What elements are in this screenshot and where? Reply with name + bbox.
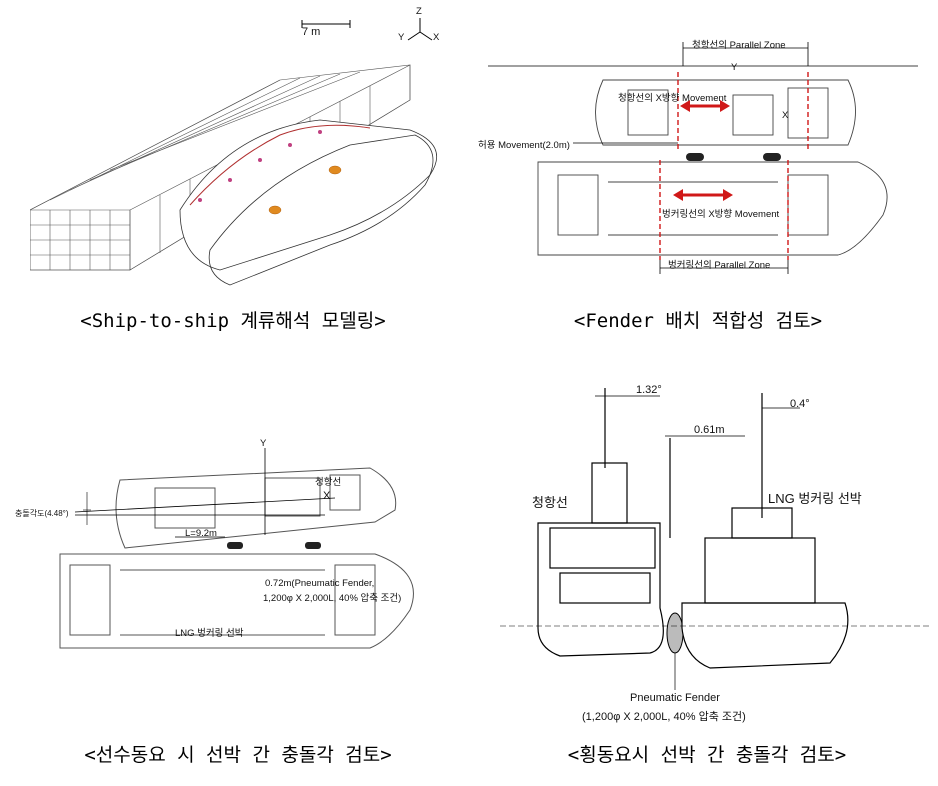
right-ship-label: LNG 벙커링 선박 (768, 491, 862, 506)
top-parallel-zone-label: 청항선의 Parallel Zone (692, 40, 786, 51)
panel-fender-layout: 청항선의 Parallel Zone Y X 청항선의 X방향 Movement… (478, 10, 923, 290)
fender-pair (227, 542, 321, 549)
collision-angle-label: 충돌각도(4.48°) (15, 509, 69, 518)
caption-fender-layout: <Fender 배치 적합성 검토> (573, 310, 823, 332)
axis-triad (407, 18, 433, 41)
angle-dimensions (595, 395, 800, 437)
angle-left-label: 1.32° (636, 384, 662, 396)
pneumatic-fender (666, 612, 684, 654)
caption-mooring-model: <Ship-to-ship 계류해석 모델링> (80, 310, 386, 332)
axis-y-label: Y (398, 32, 405, 43)
upper-ship-label: 청항선 (315, 477, 342, 488)
top-zone-dimension (682, 42, 809, 66)
fender-note-spec: 1,200φ X 2,000L, 40% 압축 조건) (263, 593, 402, 604)
fender-label: Pneumatic Fender (630, 692, 720, 704)
yaw-collision-drawing (59, 448, 414, 649)
gap-label: 0.61m (694, 424, 725, 436)
lower-ship-plan (59, 553, 414, 649)
fender-markers (268, 165, 342, 215)
axis-x-label: X (323, 490, 331, 502)
x-axis-lines (74, 497, 336, 516)
mast-lines (604, 388, 763, 538)
dock-structure (29, 64, 411, 271)
bottom-zone-dimension (659, 260, 789, 274)
vessel-hulls (179, 119, 438, 286)
panel-yaw-collision: Y X 청항선 충돌각도(4.48°) L=9.2m 0.72m(Pneumat… (15, 430, 445, 690)
mooring-points (198, 130, 322, 202)
lower-ship-plan (537, 161, 888, 256)
angle-right-label: 0.4° (790, 398, 810, 410)
movement-arrows (673, 100, 733, 201)
panel-roll-collision: 1.32° 0.4° 0.61m 청항선 LNG 벙커링 선박 Pneumati… (500, 378, 930, 728)
upper-ship-tilted (115, 467, 397, 549)
angle-marks (83, 492, 91, 525)
scale-label: 7 m (302, 26, 321, 38)
roll-collision-drawing (500, 388, 930, 690)
lower-movement-label: 벙커링선의 X방향 Movement (662, 209, 780, 220)
mooring-lines (189, 124, 371, 206)
fender-spec-label: (1,200φ X 2,000L, 40% 압축 조건) (582, 711, 746, 723)
scale-bar (301, 20, 351, 28)
lower-ship-label: LNG 벙커링 선박 (175, 628, 244, 639)
axis-z-label: Z (416, 6, 422, 17)
parallel-zone-lines (659, 72, 809, 260)
upper-ship-plan (595, 79, 856, 146)
upper-movement-label: 청항선의 X방향 Movement (618, 93, 727, 104)
axis-y-label: Y (260, 438, 267, 449)
caption-yaw-collision: <선수동요 시 선박 간 충돌각 검토> (84, 744, 392, 766)
right-ship-section (681, 507, 849, 669)
axis-x-label: X (433, 32, 440, 43)
fender-note-label: 0.72m(Pneumatic Fender, (265, 578, 375, 589)
fender-layout-drawing (488, 42, 918, 274)
panel-mooring-model: 7 m Z Y X (29, 6, 450, 300)
left-ship-label: 청항선 (532, 495, 568, 510)
fender-pair (686, 153, 781, 161)
left-ship-section (537, 462, 664, 657)
length-label: L=9.2m (185, 528, 217, 539)
axis-x-label: X (782, 110, 789, 121)
caption-roll-collision: <횡동요시 선박 간 충돌각 검토> (567, 744, 847, 766)
bottom-parallel-zone-label: 벙커링선의 Parallel Zone (668, 260, 771, 271)
mooring-model-drawing (29, 18, 438, 286)
axis-y-label: Y (731, 62, 738, 73)
allowable-movement-label: 허용 Movement(2.0m) (478, 140, 570, 151)
